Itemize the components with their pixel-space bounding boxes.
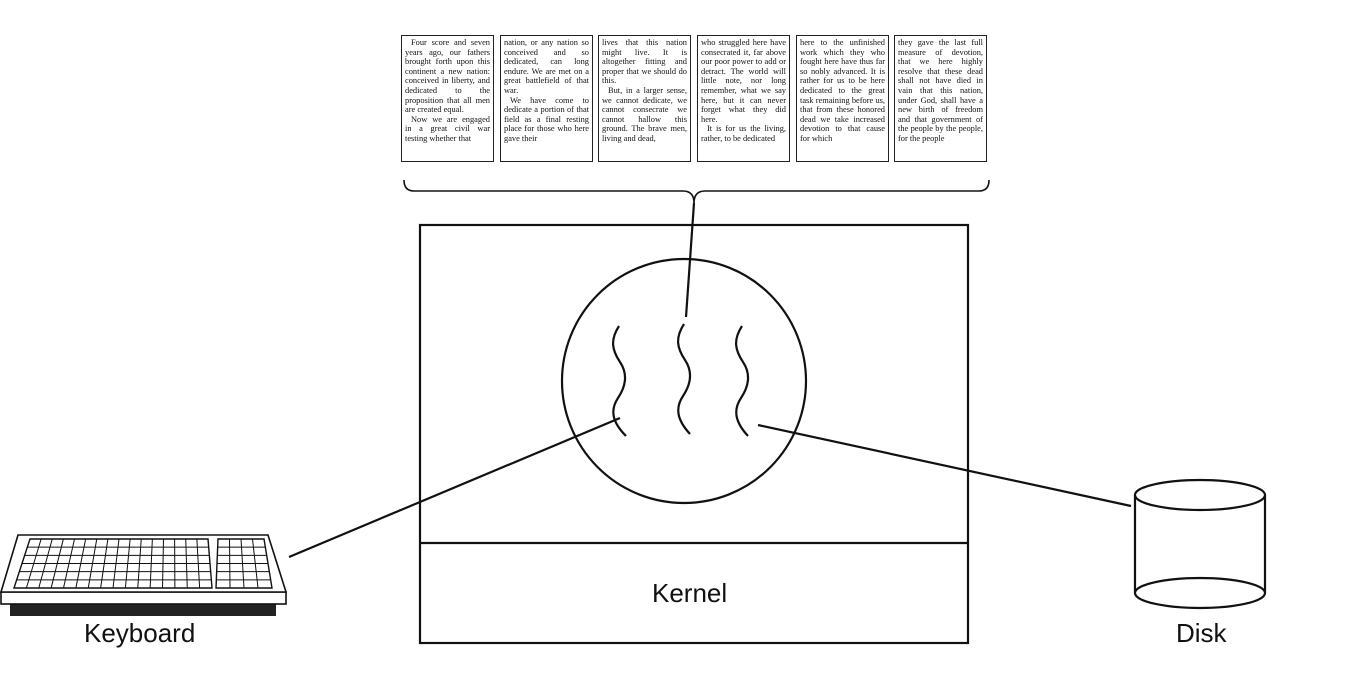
keyboard-connection-line: [288, 416, 621, 559]
column-paragraph: But, in a larger sense, we cannot dedica…: [602, 85, 687, 143]
column-paragraph: nation, or any nation so conceived and s…: [504, 38, 589, 95]
column-paragraph: Four score and seven years ago, our fath…: [405, 38, 490, 115]
keyboard-label: Keyboard: [84, 618, 196, 648]
document-column-2: nation, or any nation so conceived and s…: [500, 35, 593, 162]
keyboard-icon: [0, 534, 288, 616]
column-paragraph: We have come to dedicate a portion of th…: [504, 95, 589, 143]
column-paragraph: here to the unfinished work which they w…: [800, 38, 885, 143]
document-column-3: lives that this nation might live. It is…: [598, 35, 691, 162]
squiggle-left: [612, 325, 627, 437]
process-circle: [560, 257, 808, 505]
document-column-1: Four score and seven years ago, our fath…: [401, 35, 494, 162]
curly-brace: [403, 179, 990, 204]
column-paragraph: they gave the last full measure of devot…: [898, 38, 983, 143]
document-column-6: they gave the last full measure of devot…: [894, 35, 987, 162]
computer-box: [418, 223, 970, 645]
document-column-4: who struggled here have consecrated it, …: [697, 35, 790, 162]
column-paragraph: It is for us the living, rather, to be d…: [701, 124, 786, 143]
kernel-label: Kernel: [652, 578, 728, 608]
document-column-5: here to the unfinished work which they w…: [796, 35, 889, 162]
document-to-process-line: [684, 202, 696, 318]
disk-icon: [1133, 478, 1267, 610]
disk-connection-line: [757, 423, 1132, 508]
squiggle-right: [735, 325, 750, 437]
column-paragraph: Now we are engaged in a great civil war …: [405, 114, 490, 143]
column-paragraph: lives that this nation might live. It is…: [602, 38, 687, 86]
squiggle-center: [677, 323, 692, 435]
column-paragraph: who struggled here have consecrated it, …: [701, 38, 786, 124]
disk-label: Disk: [1176, 618, 1227, 648]
